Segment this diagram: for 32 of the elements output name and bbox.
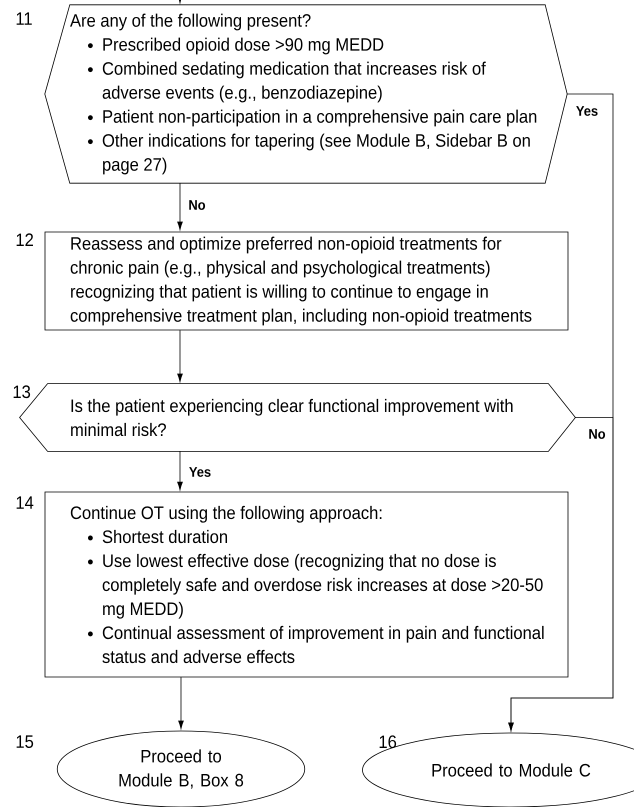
box-number: 16 — [380, 735, 396, 748]
bullet-item: Shortest duration — [88, 530, 228, 544]
box-number: 13 — [14, 385, 30, 398]
node-text: Proceed to Module C — [432, 763, 590, 777]
node-text: Reassess and optimize preferred non-opioid treatments for chronic pain (e.g., physical and psychological treatments) recognizing that patient is willing to continue to engage in comprehensive treatment plan, including non-opioid treatments — [70, 236, 532, 326]
arrow — [508, 417, 614, 731]
bullet-item: Other indications for tapering (see Module B, Sidebar B on page 27) — [88, 134, 530, 174]
node-text: Continue OT using the following approach: — [70, 506, 382, 523]
arrow — [177, 451, 183, 490]
arrow — [177, 182, 183, 230]
edge-label: Yes — [188, 466, 212, 478]
box-number: 15 — [16, 735, 34, 748]
bullet-item: Use lowest effective dose (recognizing that no dose is completely safe and overdose risk increases at dose >20-50 mg MEDD) — [88, 554, 543, 619]
box-number: 12 — [16, 233, 33, 246]
box-number: 11 — [16, 12, 32, 25]
bullet-item: Patient non-participation in a comprehensive pain care plan — [88, 110, 536, 126]
node-text: Are any of the following present? — [70, 14, 311, 30]
bullet-item: Combined sedating medication that increases risk of adverse events (e.g., benzodiazepine) — [88, 62, 486, 102]
edge-label: No — [187, 199, 207, 211]
arrow — [177, 0, 183, 4]
box-number: 14 — [16, 496, 34, 509]
process-box — [44, 232, 568, 330]
node-text: Is the patient experiencing clear functional improvement with minimal risk? — [71, 398, 513, 436]
bullet-item: Prescribed opioid dose >90 mg MEDD — [88, 38, 384, 54]
arrow — [177, 330, 183, 382]
process-box — [44, 492, 568, 678]
arrow — [178, 676, 184, 729]
decision-hexagon — [44, 4, 568, 184]
node-text: Proceed to Module B, Box 8 — [120, 749, 244, 789]
bullet-item: Continual assessment of improvement in pain and functional status and adverse effects — [88, 626, 544, 664]
edge-label: No — [587, 428, 607, 440]
edge-label: Yes — [574, 105, 600, 117]
